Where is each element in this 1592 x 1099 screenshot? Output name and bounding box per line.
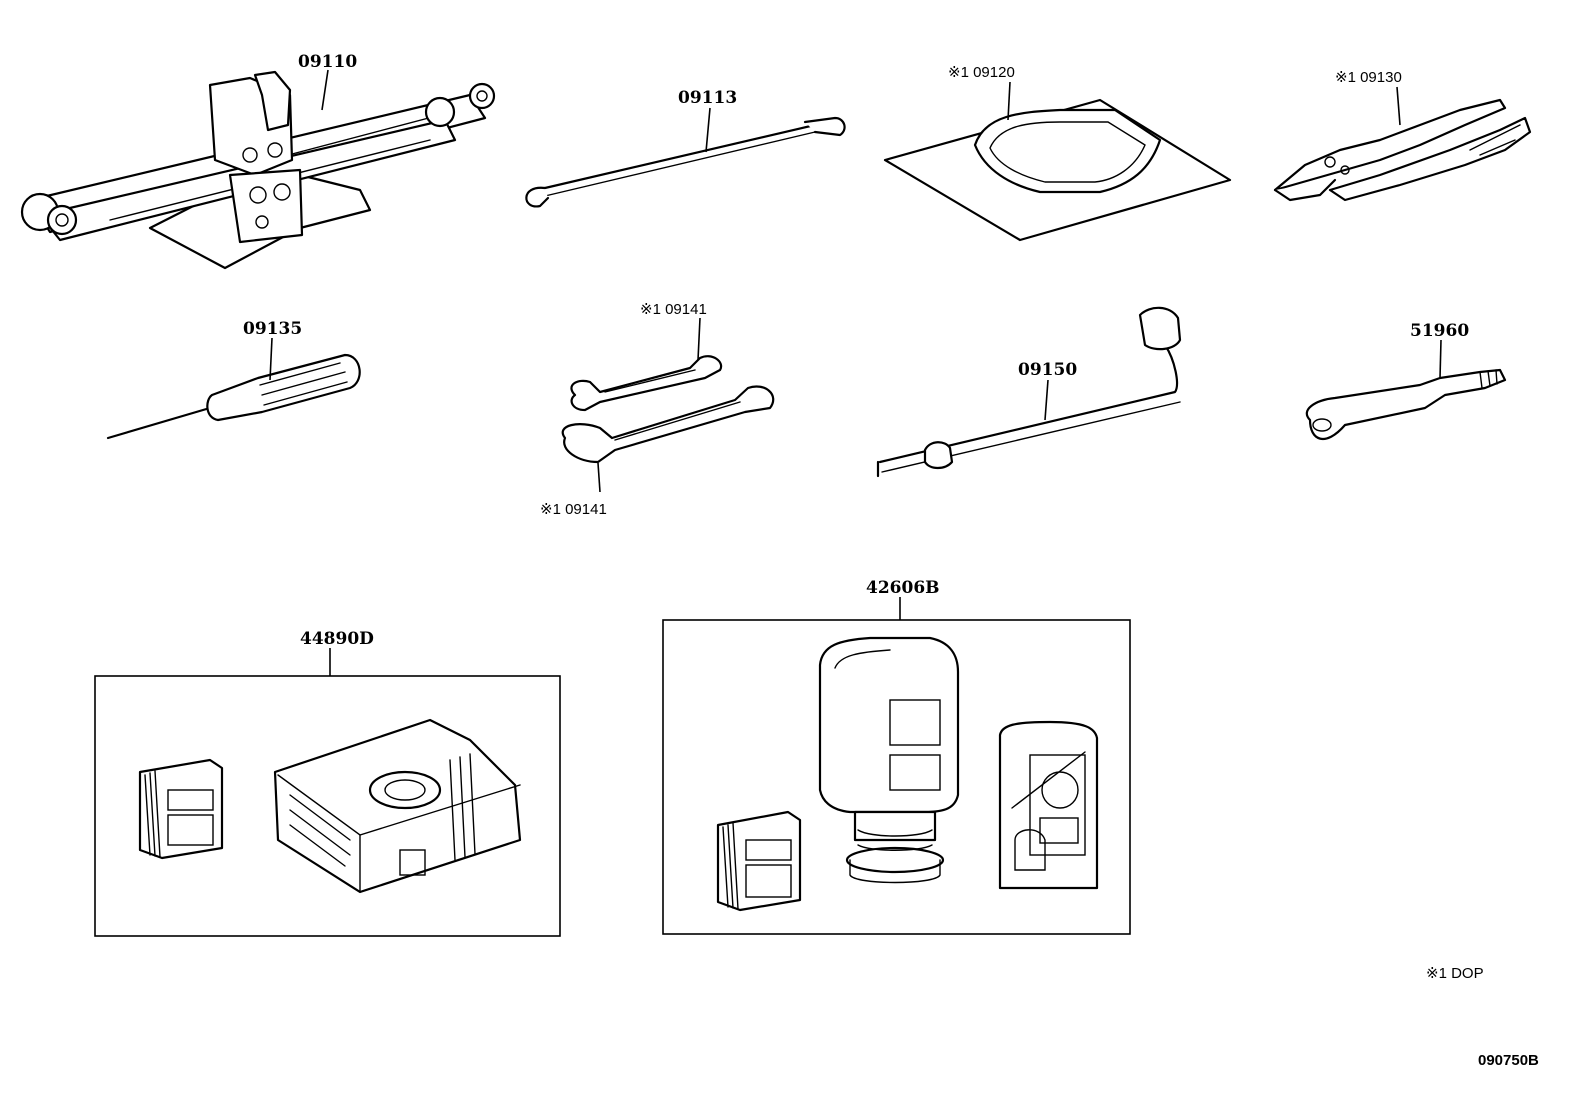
wrench-lower-label: ※1 09141 (540, 501, 607, 518)
lug-wrench-label: 09150 (1018, 360, 1077, 380)
compressor-kit-part[interactable]: 44890D (94, 629, 561, 937)
diagram-code: 090750B (1478, 1052, 1539, 1069)
tool-bag-part[interactable]: ※1 09120 (883, 64, 1232, 242)
jack-handle-label: 09113 (678, 88, 737, 108)
wrench-lower-part[interactable]: ※1 09141 (540, 385, 775, 518)
jack-label: 09110 (298, 52, 357, 72)
jack-handle-part[interactable]: 09113 (525, 88, 846, 208)
screwdriver-label: 09135 (243, 319, 302, 339)
screwdriver-part[interactable]: 09135 (106, 319, 361, 440)
lug-wrench-part[interactable]: 09150 (876, 306, 1182, 478)
wrench-upper-label: ※1 09141 (640, 301, 707, 318)
carrier-bolt-label: 51960 (1410, 321, 1469, 341)
pliers-label: ※1 09130 (1335, 69, 1402, 86)
tool-bag-label: ※1 09120 (948, 64, 1015, 81)
carrier-bolt-part[interactable]: 51960 (1305, 321, 1507, 441)
compressor-kit-label: 44890D (300, 629, 374, 649)
jack-part[interactable]: 09110 (20, 52, 496, 270)
repair-kit-label: 42606B (866, 578, 940, 598)
repair-kit-part[interactable]: 42606B (662, 578, 1131, 935)
wrench-upper-part[interactable]: ※1 09141 (570, 301, 723, 412)
pliers-part[interactable]: ※1 09130 (1273, 69, 1532, 202)
dop-legend: ※1 DOP (1426, 965, 1484, 982)
